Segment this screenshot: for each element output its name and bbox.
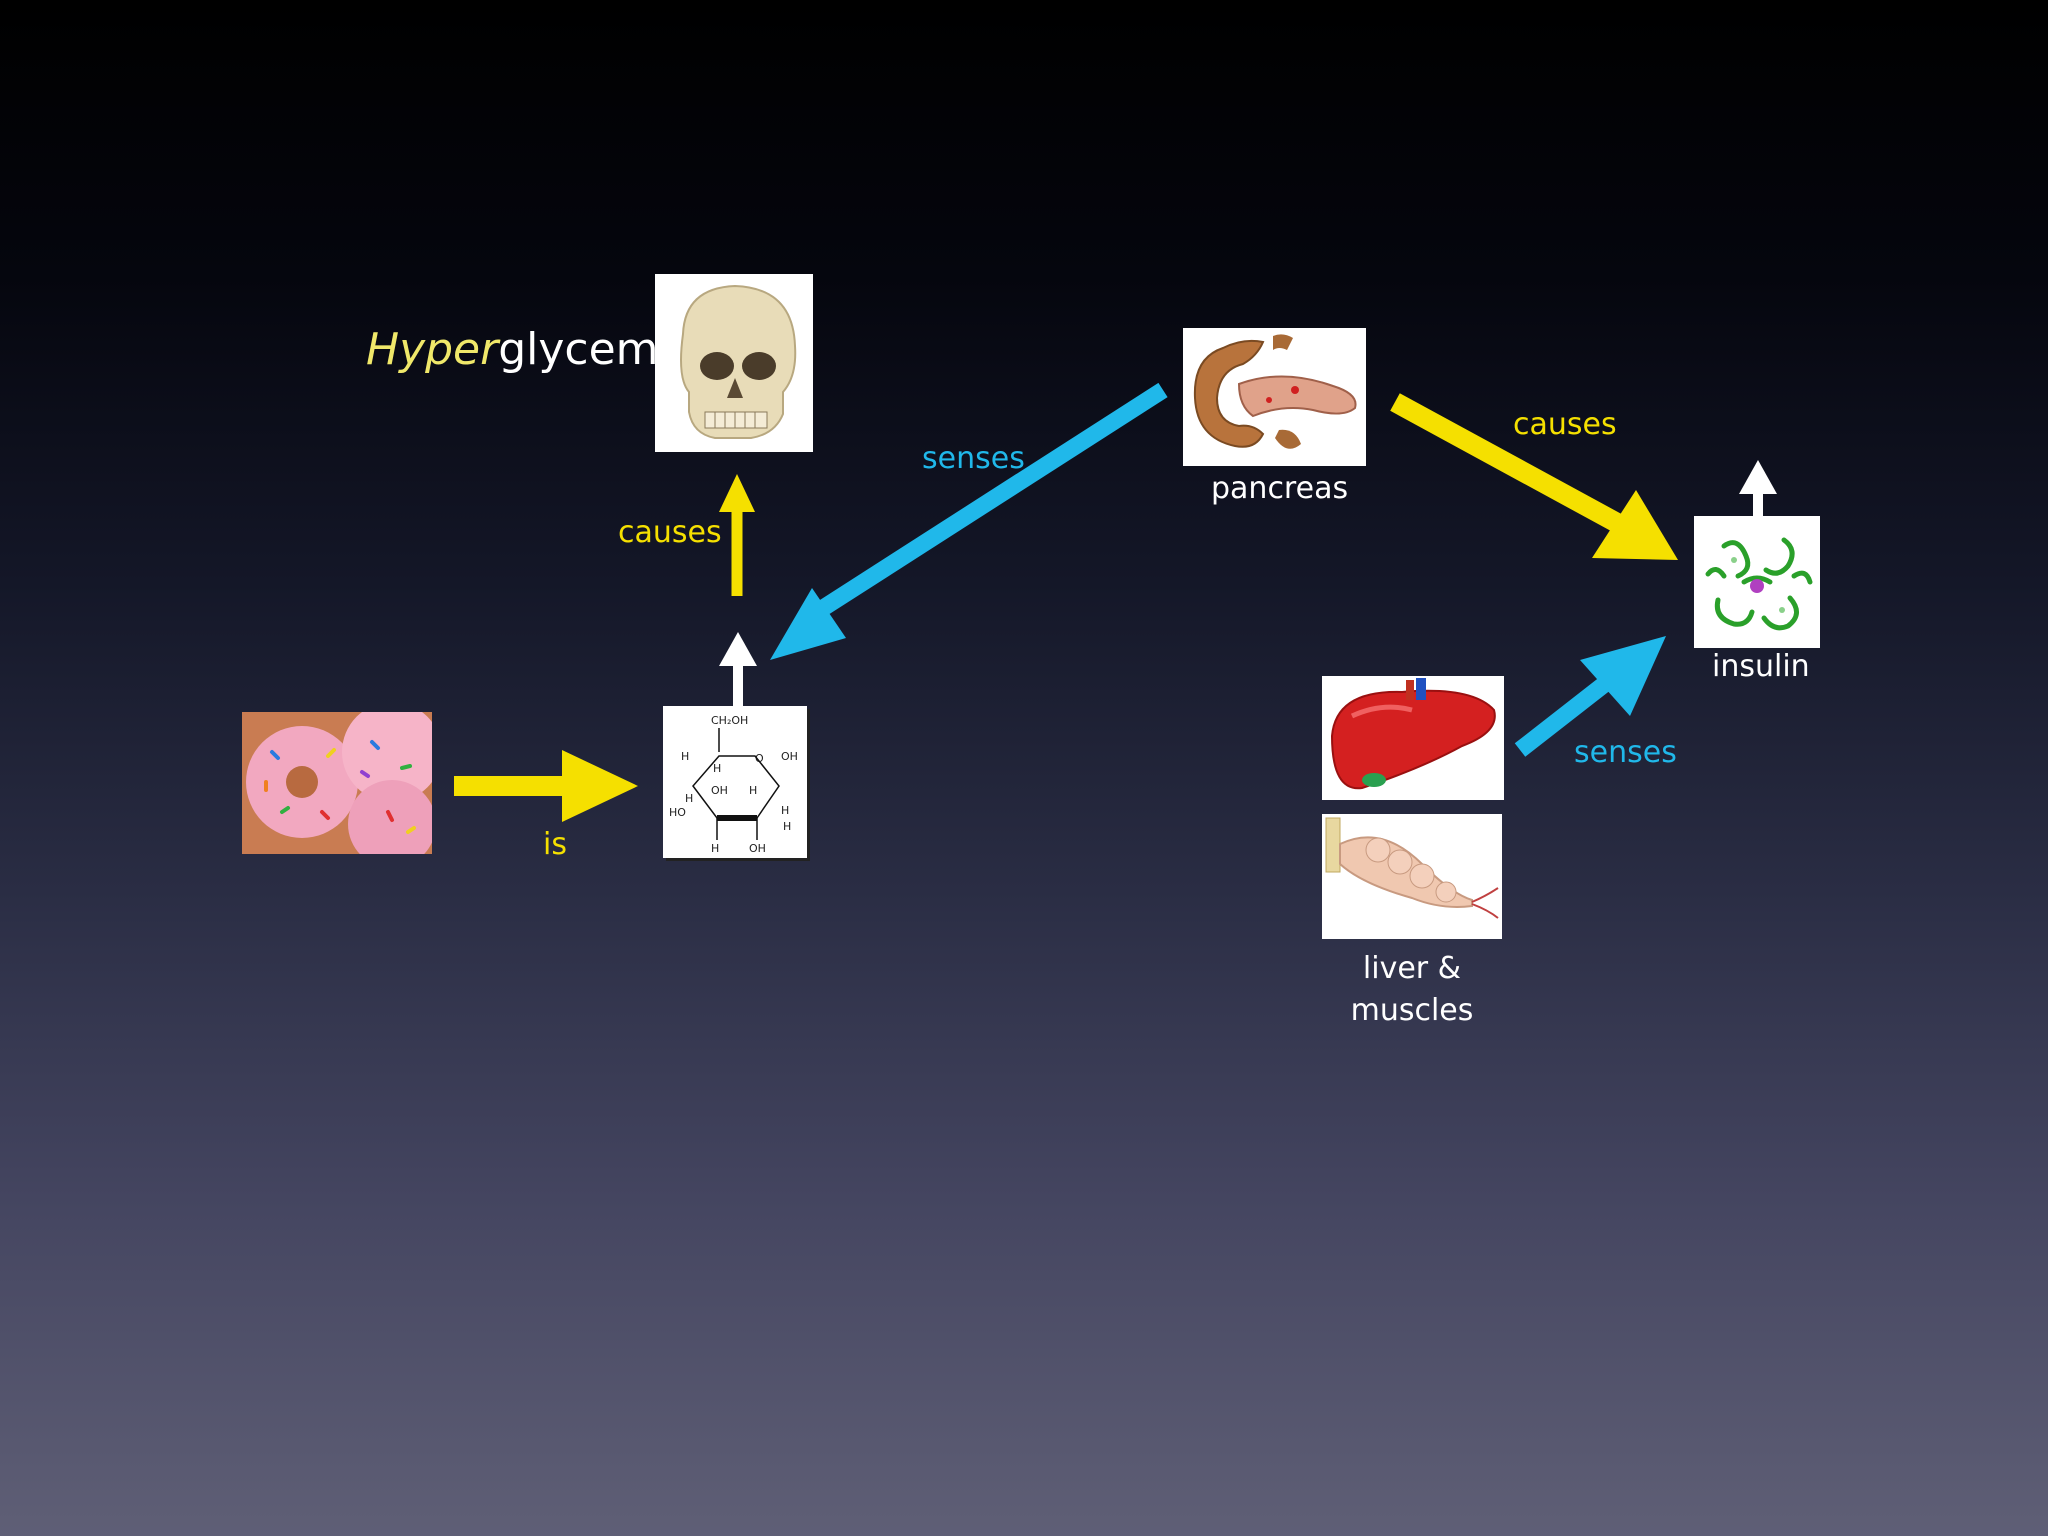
glucose-h3: H — [749, 784, 757, 797]
causes-arrow-up — [719, 474, 755, 596]
glucose-ho: HO — [669, 806, 686, 819]
liver-image — [1322, 676, 1504, 800]
liver-label-line1: liver & — [1362, 951, 1462, 986]
senses-arrow-liver — [1514, 636, 1666, 757]
pancreas-label: pancreas — [1211, 471, 1349, 506]
glucose-h1: H — [681, 750, 689, 763]
donuts-image — [242, 712, 432, 854]
glucose-oh3: OH — [749, 842, 766, 855]
insulin-label: insulin — [1712, 649, 1810, 684]
liver-label-line2: muscles — [1350, 993, 1474, 1028]
glucose-ch2oh: CH₂OH — [711, 714, 748, 727]
senses-label-right: senses — [1574, 735, 1677, 770]
glucose-h7: H — [783, 820, 791, 833]
muscle-image — [1322, 814, 1502, 939]
glucose-h4: H — [781, 804, 789, 817]
insulin-up-arrow — [1739, 460, 1777, 516]
glucose-h5: H — [685, 792, 693, 805]
skull-image — [655, 274, 813, 452]
glucose-h2: H — [713, 762, 721, 775]
causes-label-top: causes — [618, 515, 722, 550]
causes-arrow-insulin — [1390, 393, 1678, 560]
insulin-molecule-image — [1694, 516, 1820, 648]
pancreas-image — [1183, 328, 1366, 466]
glucose-oh2: OH — [711, 784, 728, 797]
is-arrow — [454, 750, 638, 822]
is-label: is — [543, 827, 567, 862]
senses-label-top: senses — [922, 441, 1025, 476]
glucose-h6: H — [711, 842, 719, 855]
title-prefix: Hyper — [366, 324, 499, 375]
glucose-up-arrow — [719, 632, 757, 708]
glucose-structure-image: CH₂OH H O OH H OH H HO H H H OH H — [663, 706, 807, 858]
glucose-o: O — [755, 752, 764, 765]
liver-muscles-label: liver & muscles — [1322, 948, 1502, 1032]
glucose-oh1: OH — [781, 750, 798, 763]
causes-label-right: causes — [1513, 407, 1617, 442]
senses-arrow-pancreas — [770, 382, 1168, 660]
